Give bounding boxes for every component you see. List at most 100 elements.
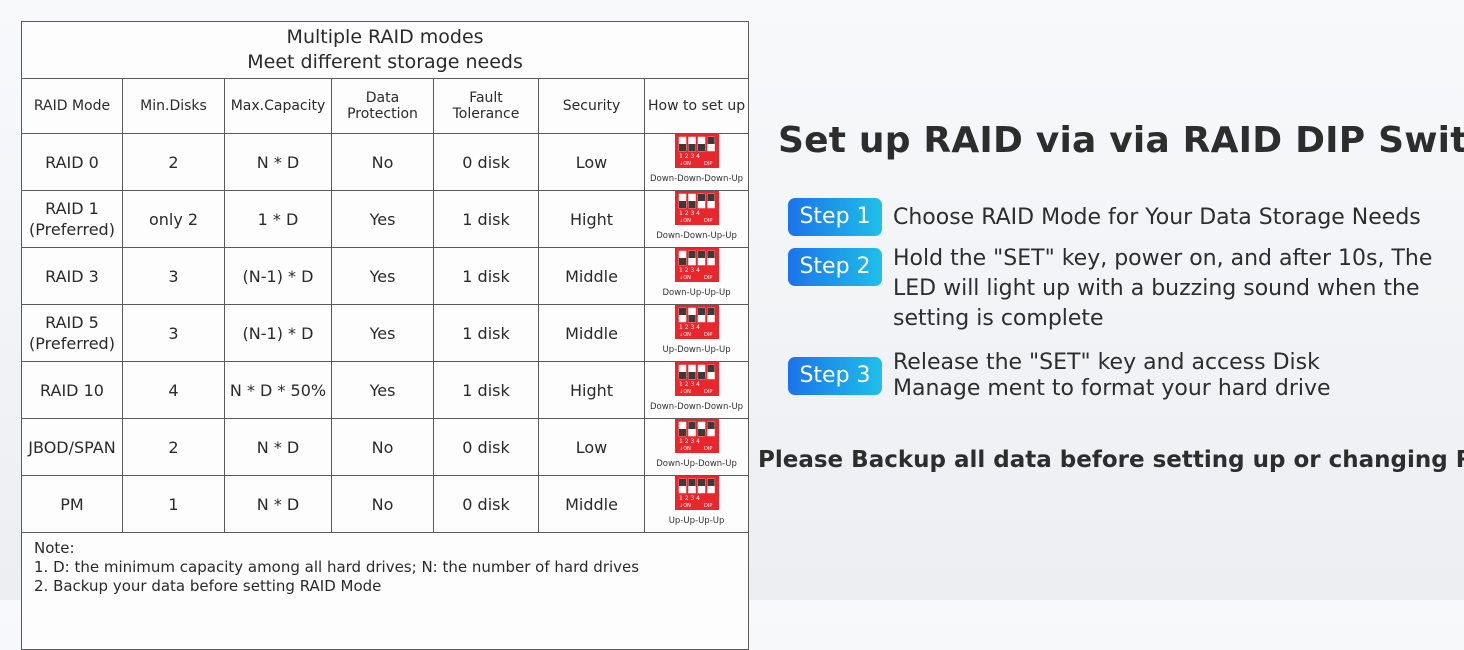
cell-min-disks: 4 bbox=[122, 361, 225, 419]
dip-setting-label: Down-Down-Down-Up bbox=[650, 174, 744, 184]
raid-modes-table: Multiple RAID modes Meet different stora… bbox=[20, 21, 750, 650]
step-2-text: Hold the "SET" key, power on, and after … bbox=[893, 246, 1433, 331]
raid-mode: RAID 1 bbox=[45, 199, 99, 218]
cell-max-capacity: N * D bbox=[224, 475, 332, 533]
raid-mode: RAID 3 bbox=[45, 266, 99, 286]
cell-how-to-set-up: 1 2 3 4 ↓ON DIP Down-Up-Up-Up bbox=[643, 247, 750, 305]
dip-word: DIP bbox=[704, 446, 712, 452]
raid-mode: RAID 5 bbox=[45, 313, 99, 332]
cell-data-protection: No bbox=[331, 133, 434, 191]
cell-raid-mode: RAID 3 bbox=[21, 247, 123, 305]
step-3-text: Release the "SET" key and access Disk Ma… bbox=[893, 350, 1331, 401]
header-max-capacity: Max.Capacity bbox=[224, 78, 332, 134]
instructions-panel: Set up RAID via via RAID DIP Switch Step… bbox=[755, 0, 1464, 600]
dip-setting-label: Down-Up-Up-Up bbox=[662, 288, 731, 298]
cell-how-to-set-up: 1 2 3 4 ↓ON DIP Down-Down-Down-Up bbox=[643, 133, 750, 191]
dip-word: DIP bbox=[704, 218, 712, 224]
dip-switch-icon: 1 2 3 4 ↓ON DIP bbox=[674, 191, 719, 225]
dip-switch: 1 2 3 4 ↓ON DIP Up-Up-Up-Up bbox=[645, 476, 748, 532]
dip-setting-label: Down-Down-Up-Up bbox=[656, 231, 737, 241]
cell-fault-tolerance: 0 disk bbox=[433, 475, 539, 533]
dip-on-text: ON bbox=[683, 218, 691, 224]
step-3-badge: Step 3 bbox=[788, 357, 882, 395]
header-raid-mode: RAID Mode bbox=[21, 78, 123, 134]
cell-how-to-set-up: 1 2 3 4 ↓ON DIP Up-Down-Up-Up bbox=[643, 304, 750, 362]
header-how-to-set-up: How to set up bbox=[643, 78, 750, 134]
dip-numbers: 1 2 3 4 bbox=[679, 381, 700, 388]
cell-raid-mode: JBOD/SPAN bbox=[21, 418, 123, 476]
cell-security: Hight bbox=[538, 190, 645, 248]
dip-switch: 1 2 3 4 ↓ON DIP Down-Down-Down-Up bbox=[645, 362, 748, 418]
dip-on-text: ON bbox=[683, 161, 691, 167]
cell-fault-tolerance: 1 disk bbox=[433, 247, 539, 305]
dip-switch: 1 2 3 4 ↓ON DIP Up-Down-Up-Up bbox=[645, 305, 748, 361]
dip-on-text: ON bbox=[683, 446, 691, 452]
dip-switch-icon: 1 2 3 4 ↓ON DIP bbox=[674, 419, 719, 453]
raid-mode: PM bbox=[60, 494, 84, 514]
header-min-disks: Min.Disks bbox=[122, 78, 225, 134]
dip-on-text: ON bbox=[683, 332, 691, 338]
cell-min-disks: 2 bbox=[122, 418, 225, 476]
cell-how-to-set-up: 1 2 3 4 ↓ON DIP Down-Down-Up-Up bbox=[643, 190, 750, 248]
dip-on-label: ↓ON bbox=[679, 218, 691, 224]
dip-numbers: 1 2 3 4 bbox=[679, 324, 700, 331]
table-note: Note: 1. D: the minimum capacity among a… bbox=[20, 532, 750, 650]
dip-word: DIP bbox=[704, 389, 712, 395]
dip-on-label: ↓ON bbox=[679, 332, 691, 338]
dip-numbers: 1 2 3 4 bbox=[679, 438, 700, 445]
cell-data-protection: No bbox=[331, 475, 434, 533]
dip-on-label: ↓ON bbox=[679, 275, 691, 281]
backup-warning: Please Backup all data before setting up… bbox=[758, 447, 1464, 473]
cell-raid-mode: RAID 5(Preferred) bbox=[21, 304, 123, 362]
table-row: RAID 10 4 N * D * 50% Yes 1 disk Hight 1… bbox=[21, 361, 750, 419]
dip-switch-icon: 1 2 3 4 ↓ON DIP bbox=[674, 248, 719, 282]
cell-data-protection: Yes bbox=[331, 361, 434, 419]
cell-fault-tolerance: 1 disk bbox=[433, 304, 539, 362]
dip-on-label: ↓ON bbox=[679, 161, 691, 167]
table-row: RAID 3 3 (N-1) * D Yes 1 disk Middle 1 2… bbox=[21, 247, 750, 305]
dip-switch-icon: 1 2 3 4 ↓ON DIP bbox=[674, 362, 719, 396]
cell-fault-tolerance: 1 disk bbox=[433, 190, 539, 248]
header-security: Security bbox=[538, 78, 645, 134]
dip-switch: 1 2 3 4 ↓ON DIP Down-Up-Up-Up bbox=[645, 248, 748, 304]
cell-how-to-set-up: 1 2 3 4 ↓ON DIP Up-Up-Up-Up bbox=[643, 475, 750, 533]
dip-switch-icon: 1 2 3 4 ↓ON DIP bbox=[674, 305, 719, 339]
table-title: Multiple RAID modes Meet different stora… bbox=[20, 21, 750, 79]
header-fault-tolerance: Fault Tolerance bbox=[433, 78, 539, 134]
dip-word: DIP bbox=[704, 332, 712, 338]
cell-max-capacity: N * D * 50% bbox=[224, 361, 332, 419]
dip-numbers: 1 2 3 4 bbox=[679, 210, 700, 217]
dip-setting-label: Down-Down-Down-Up bbox=[650, 402, 744, 412]
dip-on-text: ON bbox=[683, 389, 691, 395]
dip-word: DIP bbox=[704, 161, 712, 167]
raid-mode: JBOD/SPAN bbox=[28, 437, 116, 457]
cell-max-capacity: 1 * D bbox=[224, 190, 332, 248]
raid-mode: RAID 0 bbox=[45, 152, 99, 172]
cell-min-disks: 1 bbox=[122, 475, 225, 533]
cell-data-protection: No bbox=[331, 418, 434, 476]
cell-min-disks: 2 bbox=[122, 133, 225, 191]
table-row: RAID 0 2 N * D No 0 disk Low 1 2 3 4 ↓ON… bbox=[21, 133, 750, 191]
dip-switch: 1 2 3 4 ↓ON DIP Down-Down-Down-Up bbox=[645, 134, 748, 190]
step-1-badge: Step 1 bbox=[788, 198, 882, 236]
note-line-1: 1. D: the minimum capacity among all har… bbox=[34, 558, 640, 576]
header-data-protection: Data Protection bbox=[331, 78, 434, 134]
dip-switch: 1 2 3 4 ↓ON DIP Down-Down-Up-Up bbox=[645, 191, 748, 247]
cell-min-disks: 3 bbox=[122, 304, 225, 362]
cell-security: Middle bbox=[538, 475, 645, 533]
cell-max-capacity: (N-1) * D bbox=[224, 304, 332, 362]
cell-data-protection: Yes bbox=[331, 247, 434, 305]
dip-switch-icon: 1 2 3 4 ↓ON DIP bbox=[674, 134, 719, 168]
dip-switch: 1 2 3 4 ↓ON DIP Down-Up-Down-Up bbox=[645, 419, 748, 475]
dip-on-label: ↓ON bbox=[679, 503, 691, 509]
table-row: JBOD/SPAN 2 N * D No 0 disk Low 1 2 3 4 … bbox=[21, 418, 750, 476]
cell-raid-mode: RAID 10 bbox=[21, 361, 123, 419]
cell-raid-mode: RAID 1(Preferred) bbox=[21, 190, 123, 248]
dip-switch-icon: 1 2 3 4 ↓ON DIP bbox=[674, 476, 719, 510]
table-title-line-1: Multiple RAID modes bbox=[286, 26, 484, 48]
raid-mode: RAID 10 bbox=[40, 380, 104, 400]
dip-numbers: 1 2 3 4 bbox=[679, 267, 700, 274]
dip-setting-label: Up-Up-Up-Up bbox=[668, 516, 725, 526]
dip-word: DIP bbox=[704, 503, 712, 509]
step-2-badge: Step 2 bbox=[788, 248, 882, 286]
